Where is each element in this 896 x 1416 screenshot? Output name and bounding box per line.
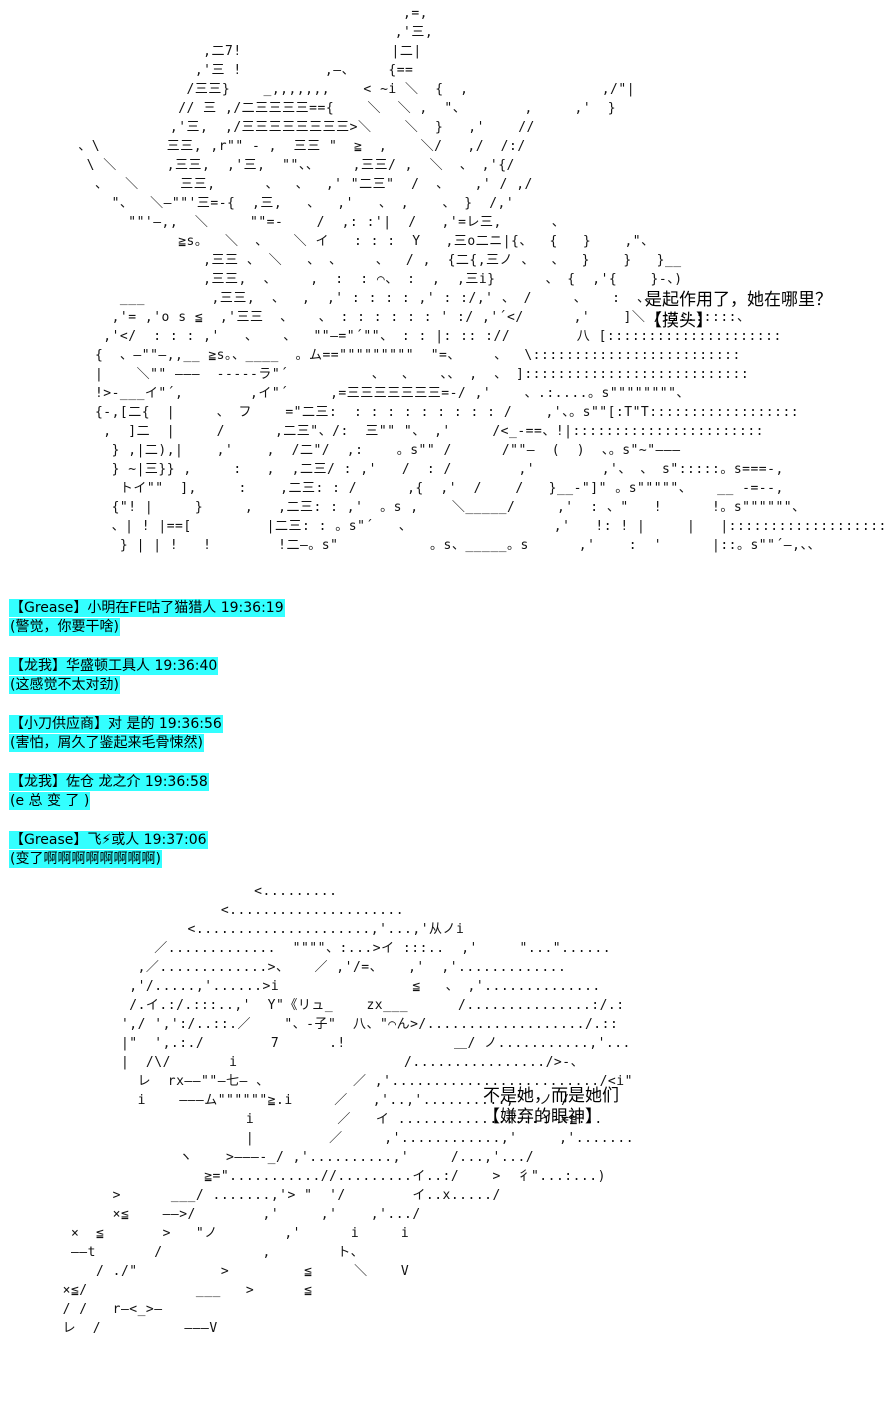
chat-header: 【龙我】佐仓 龙之介 19:36:58 [9, 773, 209, 791]
chat-message: (这感觉不太对劲) [9, 676, 120, 694]
speech-bottom-line1: 不是她，而是她们 [483, 1086, 619, 1106]
chat-header: 【Grease】飞⚡或人 19:37:06 [9, 831, 208, 849]
chat-entry: 【龙我】华盛顿工具人 19:36:40 (这感觉不太对劲) [9, 655, 285, 694]
speech-bottom-line2: 【嫌弃的眼神】 [483, 1107, 602, 1127]
chat-header: 【Grease】小明在FE咕了猫猎人 19:36:19 [9, 599, 285, 617]
chat-entry: 【龙我】佐仓 龙之介 19:36:58 (e 总 变 了 ) [9, 771, 285, 810]
chat-message: (害怕，屑久了鉴起来毛骨悚然) [9, 734, 204, 752]
chat-message: (e 总 变 了 ) [9, 792, 91, 810]
speech-top-line2: 【摸头】 [645, 311, 713, 331]
chat-entry: 【小刀供应商】对 是的 19:36:56 (害怕，屑久了鉴起来毛骨悚然) [9, 713, 285, 752]
chat-header: 【龙我】华盛顿工具人 19:36:40 [9, 657, 219, 675]
chat-header: 【小刀供应商】对 是的 19:36:56 [9, 715, 223, 733]
ascii-art-top: ,=, ,'三, ,二7! |二| ,'三 ! ,—、 {== /三三} _,,… [78, 6, 887, 553]
chat-log: 【Grease】小明在FE咕了猫猎人 19:36:19 (警觉，你要干啥) 【龙… [9, 597, 285, 887]
chat-entry: 【Grease】飞⚡或人 19:37:06 (变了啊啊啊啊啊啊啊啊) [9, 829, 285, 868]
ascii-art-bottom: <......... <..................... <.....… [62, 884, 635, 1336]
speech-top: 是起作用了，她在哪里？ 【摸头】 [645, 290, 832, 332]
speech-top-line1: 是起作用了，她在哪里？ [645, 290, 832, 310]
chat-entry: 【Grease】小明在FE咕了猫猎人 19:36:19 (警觉，你要干啥) [9, 597, 285, 636]
chat-message: (变了啊啊啊啊啊啊啊啊) [9, 850, 162, 868]
speech-bottom: 不是她，而是她们 【嫌弃的眼神】 [483, 1086, 619, 1128]
chat-message: (警觉，你要干啥) [9, 618, 120, 636]
